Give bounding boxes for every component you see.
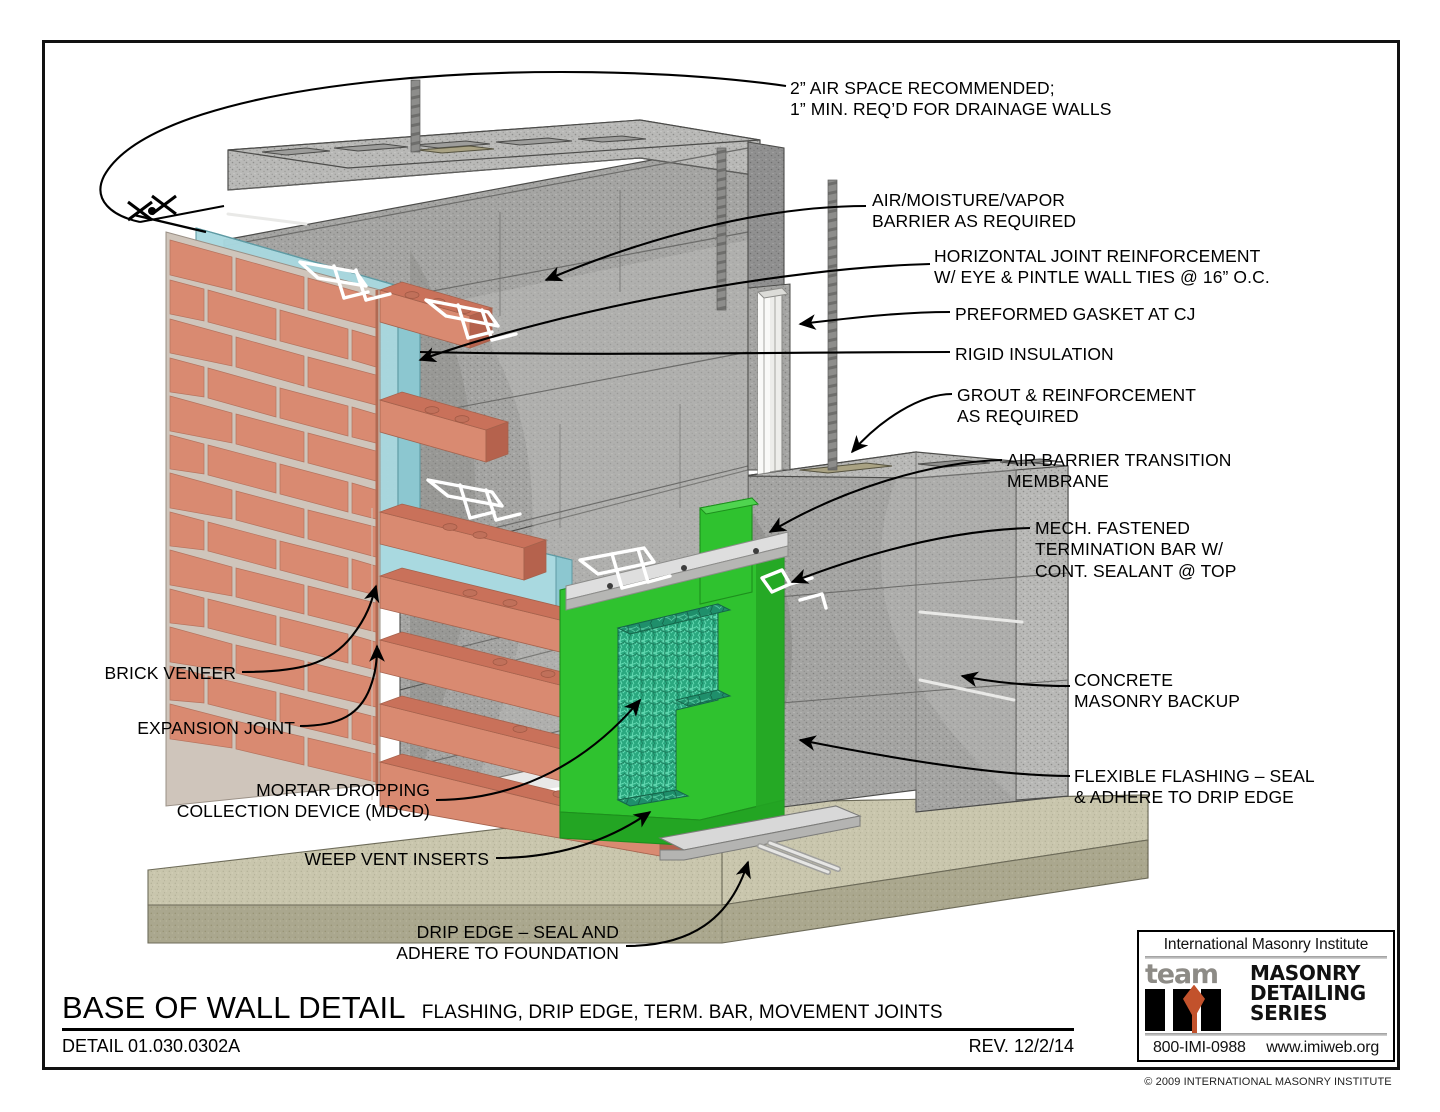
callout-concrete-backup: CONCRETE MASONRY BACKUP [1074,670,1241,712]
title-subtitle: FLASHING, DRIP EDGE, TERM. BAR, MOVEMENT… [421,1002,943,1023]
imi-stem-icon [1191,1012,1197,1033]
leader-lines [99,70,1071,948]
series-line-3: SERIES [1250,1001,1328,1025]
team-mark: team [1145,959,1243,1033]
team-wordmark: team [1145,959,1219,990]
brick-courses-upper [169,239,377,783]
imi-logo-block: International Masonry Institute team MAS… [1137,930,1395,1062]
callout-air-space: 2” AIR SPACE RECOMMENDED; 1” MIN. REQ’D … [790,78,1112,120]
callout-brick-veneer: BRICK VENEER [104,663,236,683]
detail-number: DETAIL 01.030.0302A [62,1036,241,1056]
drip-edge [658,805,862,875]
callout-drip-edge: DRIP EDGE – SEAL AND ADHERE TO FOUNDATIO… [396,922,619,964]
callout-termination-bar: MECH. FASTENED TERMINATION BAR W/ CONT. … [1035,518,1237,581]
title-block-primary-row: BASE OF WALL DETAIL FLASHING, DRIP EDGE,… [62,990,1074,1031]
phone-number: 800-IMI-0988 [1152,1038,1246,1056]
callout-grout-reinforcement: GROUT & REINFORCEMENT AS REQUIRED [957,385,1197,427]
callout-air-vapor-barrier: AIR/MOISTURE/VAPOR BARRIER AS REQUIRED [872,190,1077,232]
title-block: BASE OF WALL DETAIL FLASHING, DRIP EDGE,… [62,990,1074,1057]
rebar-vertical [410,79,838,471]
dimension-ticks [127,194,207,234]
preformed-gasket [756,287,790,475]
drawing-border [42,40,1400,1070]
callout-weep-vents: WEEP VENT INSERTS [304,849,489,869]
series-name: MASONRY DETAILING SERIES [1250,962,1366,1031]
website-url[interactable]: www.imiweb.org [1266,1038,1380,1056]
page-title: BASE OF WALL DETAIL [62,990,406,1025]
callout-expansion-joint: EXPANSION JOINT [137,718,295,738]
logo-divider-bottom [1145,1032,1387,1036]
brick-veneer [165,231,684,857]
logo-contact: 800-IMI-0988 www.imiweb.org [1145,1039,1387,1057]
callout-preformed-gasket: PREFORMED GASKET AT CJ [955,304,1196,324]
organization-name: International Masonry Institute [1163,936,1369,953]
title-block-secondary-row: DETAIL 01.030.0302A REV. 12/2/14 [62,1031,1074,1057]
callout-mdcd: MORTAR DROPPING COLLECTION DEVICE (MDCD) [176,780,430,822]
revision-date: REV. 12/2/14 [968,1036,1074,1056]
callout-rigid-insulation: RIGID INSULATION [955,344,1114,364]
copyright-notice: © 2009 INTERNATIONAL MASONRY INSTITUTE [1144,1076,1392,1088]
callout-joint-reinforcement: HORIZONTAL JOINT REINFORCEMENT W/ EYE & … [934,246,1270,288]
logo-middle-row: team MASONRY DETAILING SERIES [1145,959,1387,1033]
callout-air-barrier-membrane: AIR BARRIER TRANSITION MEMBRANE [1007,450,1232,492]
series-line-1: MASONRY [1250,961,1361,985]
mdcd-mesh [616,603,732,807]
series-line-2: DETAILING [1250,981,1366,1005]
wall-ties [298,260,828,610]
callout-flexible-flashing: FLEXIBLE FLASHING – SEAL & ADHERE TO DRI… [1074,766,1315,808]
wall-tie-rods-right [226,212,1024,702]
imi-bars-icon [1145,984,1243,1033]
logo-divider-top [1145,956,1387,959]
